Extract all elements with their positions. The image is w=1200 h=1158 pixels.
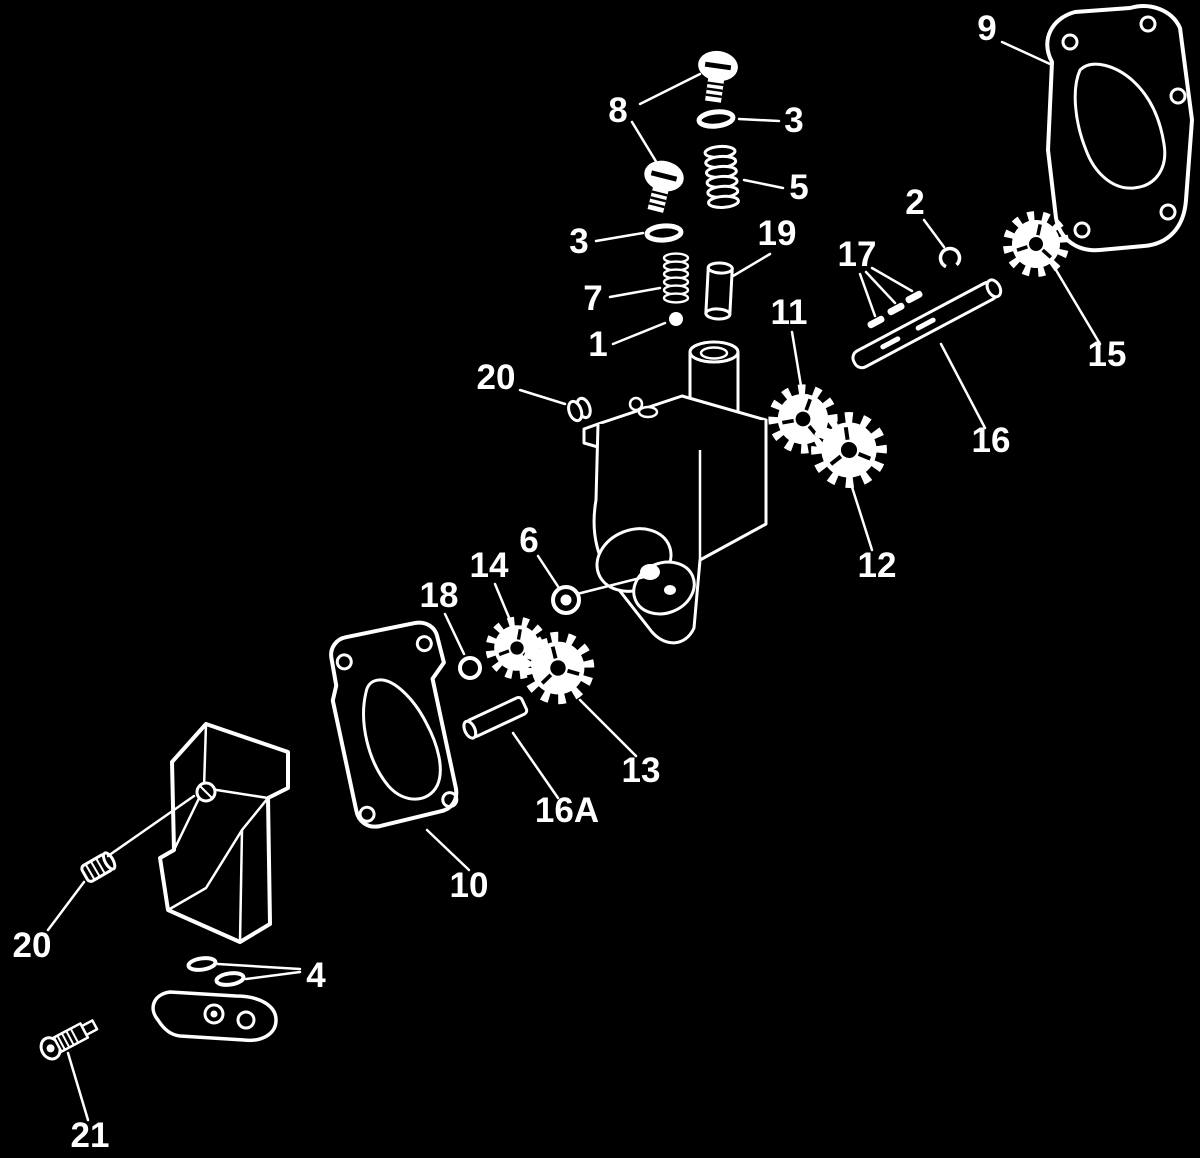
callout-17: 17 xyxy=(838,235,877,274)
retaining-ring xyxy=(938,246,962,270)
check-ball xyxy=(669,312,683,326)
callout-13: 13 xyxy=(622,751,661,790)
callout-16A: 16A xyxy=(535,791,599,830)
spring-small xyxy=(662,252,690,304)
o-ring-18 xyxy=(458,656,482,680)
callout-15: 15 xyxy=(1088,335,1127,374)
callout-9: 9 xyxy=(977,9,996,48)
threaded-fitting xyxy=(39,1019,99,1061)
valve-lever xyxy=(151,990,278,1043)
drive-shaft xyxy=(851,278,1003,370)
callout-12: 12 xyxy=(858,546,897,585)
gear-15 xyxy=(1003,211,1069,277)
callout-16: 16 xyxy=(972,421,1011,460)
callout-1: 1 xyxy=(588,325,607,364)
callout-2: 2 xyxy=(905,183,924,222)
callout-8: 8 xyxy=(608,91,627,130)
parts-artwork xyxy=(39,4,1194,1061)
callout-6: 6 xyxy=(519,521,538,560)
callout-21: 21 xyxy=(71,1116,110,1155)
plug-lower xyxy=(80,851,117,883)
callout-20b: 20 xyxy=(13,926,52,965)
leader-lines xyxy=(46,40,1102,1122)
roller-pin xyxy=(462,695,529,740)
pump-body xyxy=(582,340,768,645)
gasket xyxy=(329,620,459,829)
callout-7: 7 xyxy=(583,279,602,318)
callout-3a: 3 xyxy=(784,101,803,140)
callout-11: 11 xyxy=(771,293,808,332)
callout-20a: 20 xyxy=(477,358,516,397)
callout-18: 18 xyxy=(420,576,459,615)
callout-10: 10 xyxy=(450,866,489,905)
pump-cover-bracket xyxy=(158,722,290,944)
plug-upper xyxy=(567,396,592,423)
spring-large xyxy=(703,143,741,210)
seal-washer xyxy=(551,585,581,615)
callout-3b: 3 xyxy=(569,222,588,261)
cover-plate xyxy=(1045,4,1194,253)
callout-5: 5 xyxy=(789,168,808,207)
callout-labels: 9 8 3 5 3 7 1 19 2 17 15 16 11 12 20 6 1… xyxy=(13,9,1127,1155)
callout-14: 14 xyxy=(470,546,509,585)
callout-4: 4 xyxy=(306,956,326,995)
callout-19: 19 xyxy=(758,214,797,253)
sleeve-tube xyxy=(704,261,734,321)
